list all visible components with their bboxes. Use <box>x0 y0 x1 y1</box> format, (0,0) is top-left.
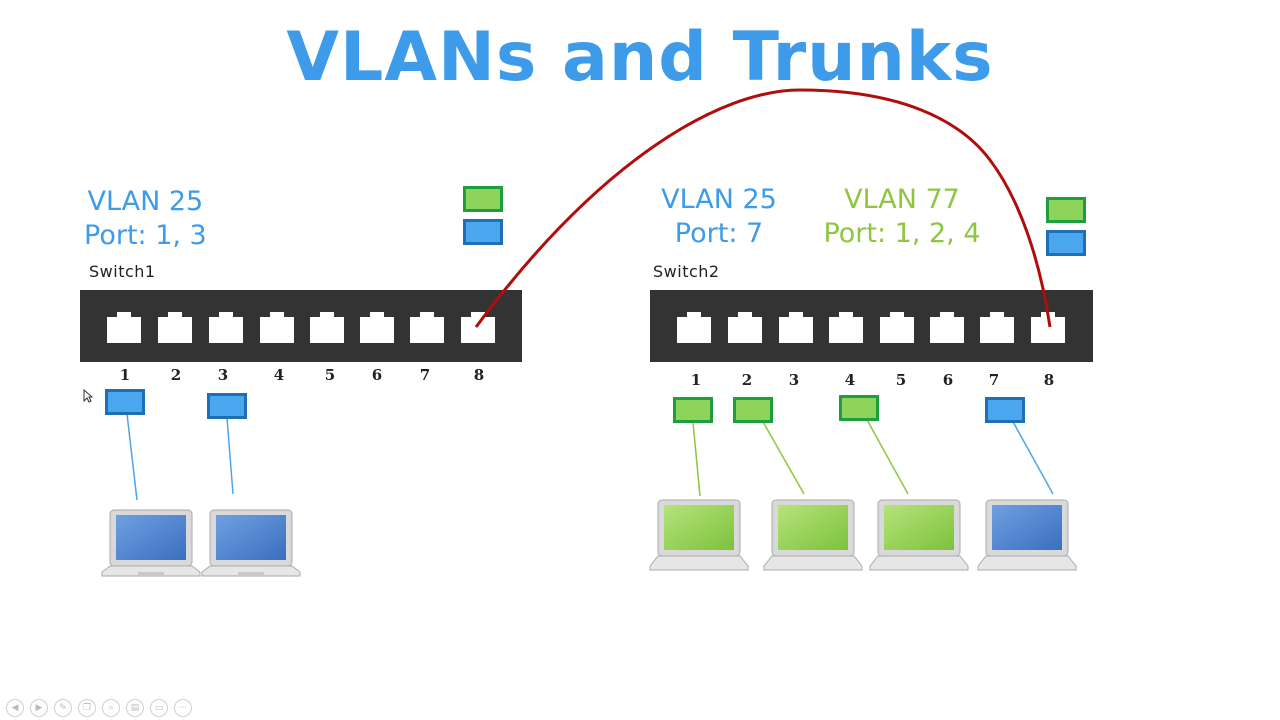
switch1-vlan25-label: VLAN 25 Port: 1, 3 <box>84 185 207 253</box>
switch1-legend-green-tag <box>463 186 503 212</box>
cable-s1-p1 <box>126 413 138 501</box>
play-icon[interactable]: ▶ <box>30 699 48 717</box>
switch2-port4-vlan77-tag <box>839 395 879 421</box>
cable-s2-p7 <box>1011 419 1054 495</box>
switch1-port-num-2: 2 <box>170 366 182 384</box>
switch1-port-num-4: 4 <box>273 366 285 384</box>
presentation-toolbar: ◀ ▶ ✎ ❐ ⌕ ▤ ▭ ⋯ <box>6 699 192 717</box>
switch2-legend-blue-tag <box>1046 230 1086 256</box>
laptop-s2-3 <box>869 499 969 571</box>
cable-s2-p2 <box>761 419 805 495</box>
screen-icon[interactable]: ▭ <box>150 699 168 717</box>
switch2-vlan25-label: VLAN 25 Port: 7 <box>655 183 783 251</box>
switch1-port-num-6: 6 <box>371 366 383 384</box>
slides-icon[interactable]: ▤ <box>126 699 144 717</box>
switch2-port-num-6: 6 <box>942 371 954 389</box>
switch1-body <box>80 290 522 362</box>
switch2-name: Switch2 <box>653 262 720 281</box>
cable-s2-p4 <box>865 417 909 495</box>
switch2-port-num-2: 2 <box>741 371 753 389</box>
cable-s1-p3 <box>226 417 234 495</box>
more-icon[interactable]: ⋯ <box>174 699 192 717</box>
switch1-port1-vlan25-tag <box>105 389 145 415</box>
switch1-port-num-1: 1 <box>119 366 131 384</box>
switch1-port3-vlan25-tag <box>207 393 247 419</box>
laptop-s2-1 <box>649 499 749 571</box>
prev-icon[interactable]: ◀ <box>6 699 24 717</box>
switch2-port-num-4: 4 <box>844 371 856 389</box>
switch2-body <box>650 290 1093 362</box>
switch2-vlan77-label: VLAN 77 Port: 1, 2, 4 <box>822 183 982 251</box>
zoom-icon[interactable]: ⌕ <box>102 699 120 717</box>
switch2-vlan77-name: VLAN 77 <box>844 184 960 215</box>
copy-icon[interactable]: ❐ <box>78 699 96 717</box>
switch2-port7-vlan25-tag <box>985 397 1025 423</box>
switch1-vlan-ports: Port: 1, 3 <box>84 220 207 251</box>
switch1-vlan-name: VLAN 25 <box>87 186 204 217</box>
switch2-port1-vlan77-tag <box>673 397 713 423</box>
cable-s2-p1 <box>692 421 701 497</box>
pen-icon[interactable]: ✎ <box>54 699 72 717</box>
switch1-port-num-8: 8 <box>473 366 485 384</box>
switch2-port2-vlan77-tag <box>733 397 773 423</box>
switch2-port-num-1: 1 <box>690 371 702 389</box>
switch2-vlan25-name: VLAN 25 <box>661 184 777 215</box>
laptop-s2-4 <box>977 499 1077 571</box>
switch1-port-num-3: 3 <box>217 366 229 384</box>
switch1-legend-blue-tag <box>463 219 503 245</box>
switch2-port-num-7: 7 <box>988 371 1000 389</box>
mouse-cursor-icon <box>83 389 93 403</box>
switch1-port-num-5: 5 <box>324 366 336 384</box>
slide-title: VLANs and Trunks <box>286 18 994 97</box>
switch1-name: Switch1 <box>89 262 156 281</box>
switch2-port-num-5: 5 <box>895 371 907 389</box>
switch2-legend-green-tag <box>1046 197 1086 223</box>
laptop-s1-1 <box>101 509 201 577</box>
switch1-port-num-7: 7 <box>419 366 431 384</box>
switch2-port-num-8: 8 <box>1043 371 1055 389</box>
laptop-s1-2 <box>201 509 301 577</box>
switch2-vlan77-ports: Port: 1, 2, 4 <box>823 218 981 249</box>
switch2-port-num-3: 3 <box>788 371 800 389</box>
trunk-link <box>474 88 1052 328</box>
laptop-s2-2 <box>763 499 863 571</box>
switch2-vlan25-ports: Port: 7 <box>674 218 764 249</box>
